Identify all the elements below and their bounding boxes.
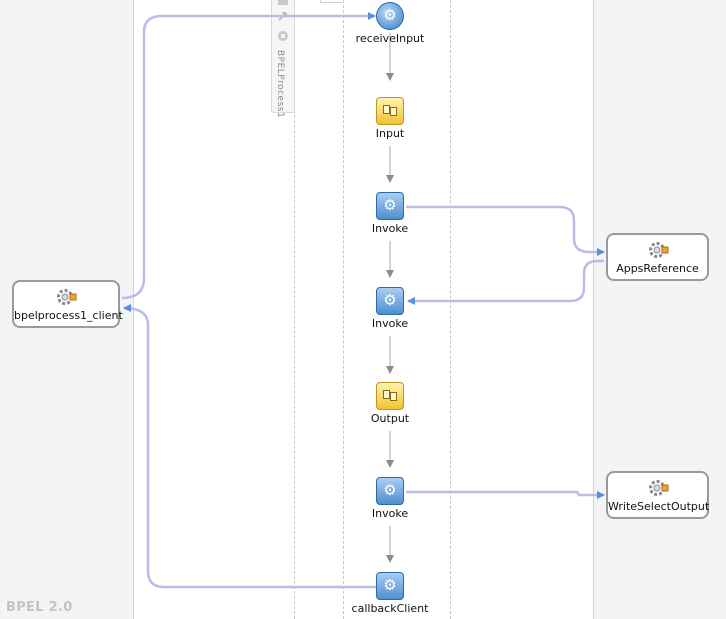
assign-icon — [376, 382, 404, 410]
activity-label: Output — [370, 412, 410, 425]
wire-callback-to-client — [123, 304, 376, 589]
activity-label: Invoke — [371, 222, 409, 235]
activity-label: receiveInput — [355, 32, 425, 45]
activity-invoke-2[interactable]: ⚙ Invoke — [345, 287, 435, 330]
collapse-icon[interactable] — [277, 0, 289, 12]
activity-assign-output[interactable]: Output — [345, 382, 435, 425]
partner-link-label: bpelprocess1_client — [14, 309, 123, 322]
gear-service-icon — [57, 289, 77, 305]
activity-receive-input[interactable]: ⚙ receiveInput — [345, 2, 435, 45]
process-palette[interactable]: BPELProcess1 — [271, 0, 295, 118]
wire-client-to-receive — [121, 12, 376, 300]
receive-gear-icon: ⚙ — [376, 2, 404, 30]
wire-invoke3-to-write — [406, 490, 605, 499]
partner-link-label: AppsReference — [616, 262, 699, 275]
bpel-version-label: BPEL 2.0 — [6, 600, 73, 615]
process-name-label: BPELProcess1 — [275, 50, 285, 119]
activity-callback-client[interactable]: ⚙ callbackClient — [345, 572, 435, 615]
scope-divider — [450, 0, 451, 619]
invoke-gear-icon: ⚙ — [376, 192, 404, 220]
gear-service-icon — [648, 480, 668, 496]
close-circle-icon[interactable] — [277, 30, 289, 42]
activity-label: Input — [375, 127, 405, 140]
invoke-gear-icon: ⚙ — [376, 477, 404, 505]
partner-link-label: WriteSelectOutput — [608, 500, 710, 513]
assign-icon — [376, 97, 404, 125]
partner-link-write-select-output[interactable]: WriteSelectOutput — [606, 471, 709, 519]
invoke-gear-icon: ⚙ — [376, 287, 404, 315]
activity-invoke-1[interactable]: ⚙ Invoke — [345, 192, 435, 235]
wire-apps-to-invoke2 — [407, 259, 604, 305]
scope-stub — [320, 0, 344, 3]
activity-label: Invoke — [371, 317, 409, 330]
partner-link-client[interactable]: bpelprocess1_client — [12, 280, 123, 328]
scope-divider — [343, 0, 344, 619]
partner-link-apps-reference[interactable]: AppsReference — [606, 233, 709, 281]
activity-label: Invoke — [371, 507, 409, 520]
invoke-gear-icon: ⚙ — [376, 572, 404, 600]
scope-divider — [294, 0, 295, 619]
activity-assign-input[interactable]: Input — [345, 97, 435, 140]
wire-invoke1-to-apps — [406, 205, 605, 256]
activity-invoke-3[interactable]: ⚙ Invoke — [345, 477, 435, 520]
activity-label: callbackClient — [351, 602, 429, 615]
gear-service-icon — [648, 242, 668, 258]
